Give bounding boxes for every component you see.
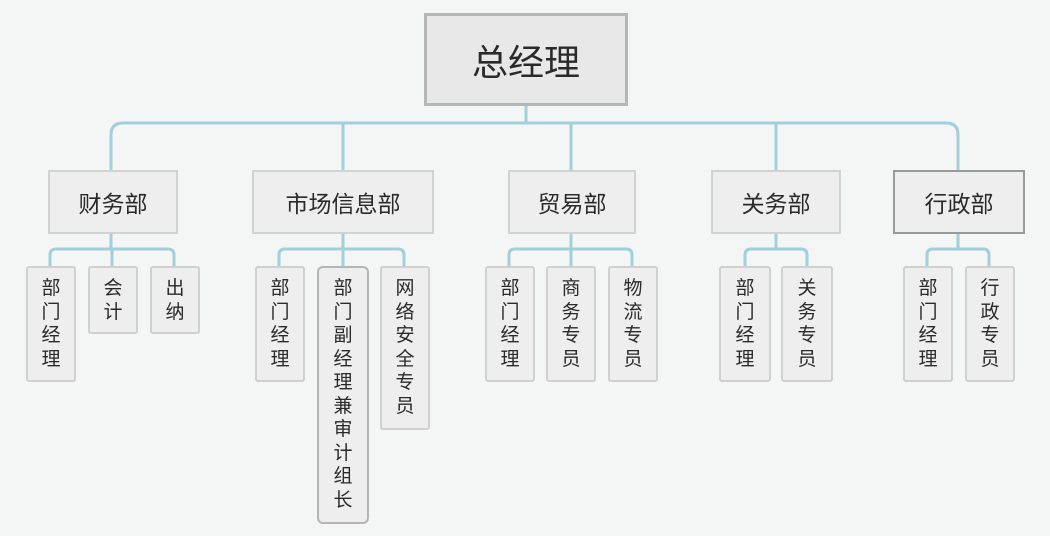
role-admin-manager[interactable]: 部门经理 xyxy=(903,266,953,382)
dept-market-info[interactable]: 市场信息部 xyxy=(252,170,434,234)
role-finance-accountant[interactable]: 会计 xyxy=(88,266,138,334)
role-label-char: 部 xyxy=(918,277,938,299)
role-label-char: 员 xyxy=(623,347,643,370)
role-finance-manager[interactable]: 部门经理 xyxy=(26,266,76,382)
role-label-char: 门 xyxy=(500,300,520,323)
connector-dept-bus xyxy=(109,121,960,172)
role-label-char: 兼 xyxy=(333,394,353,417)
role-label-char: 经 xyxy=(735,324,755,346)
role-market-network-security[interactable]: 网络安全专员 xyxy=(380,266,430,430)
role-label-char: 计 xyxy=(103,300,123,323)
role-label-char: 审 xyxy=(333,418,353,440)
role-label-char: 络 xyxy=(395,300,415,323)
role-trade-business-specialist[interactable]: 商务专员 xyxy=(546,266,596,382)
role-label-char: 行 xyxy=(980,277,1000,299)
role-label-char: 部 xyxy=(500,277,520,299)
role-label-char: 出 xyxy=(165,277,185,299)
connector-role-bus xyxy=(925,247,991,268)
role-label-char: 理 xyxy=(270,347,290,370)
role-label-char: 理 xyxy=(918,347,938,370)
role-label-char: 经 xyxy=(918,324,938,346)
role-label-char: 门 xyxy=(918,300,938,323)
role-label-char: 商 xyxy=(561,277,581,299)
role-label-char: 经 xyxy=(500,324,520,346)
role-trade-manager[interactable]: 部门经理 xyxy=(485,266,535,382)
role-label-char: 部 xyxy=(270,277,290,299)
role-label-char: 门 xyxy=(735,300,755,323)
role-market-deputy-manager-audit-lead[interactable]: 部门副经理兼审计组长 xyxy=(317,266,369,524)
role-label-char: 政 xyxy=(980,300,1000,323)
dept-finance[interactable]: 财务部 xyxy=(48,170,178,234)
role-label-char: 门 xyxy=(41,300,61,323)
dept-customs[interactable]: 关务部 xyxy=(711,170,841,234)
role-label-char: 员 xyxy=(980,347,1000,370)
role-label-char: 经 xyxy=(270,324,290,346)
role-label-char: 长 xyxy=(333,488,353,511)
role-label-char: 网 xyxy=(395,277,415,299)
role-label-char: 安 xyxy=(395,324,415,346)
role-label-char: 理 xyxy=(333,371,353,393)
role-label-char: 部 xyxy=(735,277,755,299)
role-label-char: 经 xyxy=(41,324,61,346)
role-label-char: 理 xyxy=(735,347,755,370)
dept-admin[interactable]: 行政部 xyxy=(893,170,1025,234)
role-label-char: 务 xyxy=(797,300,817,323)
root-node-general-manager[interactable]: 总经理 xyxy=(424,13,628,106)
role-label-char: 部 xyxy=(333,277,353,299)
role-label-char: 理 xyxy=(500,347,520,370)
role-label-char: 流 xyxy=(623,300,643,323)
role-label-char: 关 xyxy=(797,277,817,299)
role-label-char: 纳 xyxy=(165,300,185,323)
role-label-char: 会 xyxy=(103,277,123,299)
role-label-char: 经 xyxy=(333,347,353,370)
role-label-char: 务 xyxy=(561,300,581,323)
role-customs-specialist[interactable]: 关务专员 xyxy=(781,266,833,382)
role-label-char: 员 xyxy=(561,347,581,370)
role-market-manager[interactable]: 部门经理 xyxy=(255,266,305,382)
role-label-char: 专 xyxy=(395,371,415,393)
role-label-char: 门 xyxy=(333,300,353,323)
role-label-char: 全 xyxy=(395,347,415,370)
role-label-char: 员 xyxy=(797,347,817,370)
role-customs-manager[interactable]: 部门经理 xyxy=(719,266,771,382)
role-label-char: 计 xyxy=(333,441,353,464)
role-label-char: 副 xyxy=(333,324,353,346)
role-label-char: 专 xyxy=(561,324,581,346)
role-label-char: 专 xyxy=(623,324,643,346)
role-trade-logistics-specialist[interactable]: 物流专员 xyxy=(608,266,658,382)
role-label-char: 部 xyxy=(41,277,61,299)
role-label-char: 员 xyxy=(395,394,415,417)
role-label-char: 门 xyxy=(270,300,290,323)
role-label-char: 组 xyxy=(333,465,353,487)
role-label-char: 物 xyxy=(623,277,643,299)
role-label-char: 理 xyxy=(41,347,61,370)
role-admin-specialist[interactable]: 行政专员 xyxy=(965,266,1015,382)
dept-trade[interactable]: 贸易部 xyxy=(508,170,636,234)
role-label-char: 专 xyxy=(797,324,817,346)
role-label-char: 专 xyxy=(980,324,1000,346)
role-finance-cashier[interactable]: 出纳 xyxy=(150,266,200,334)
connector-role-bus xyxy=(743,247,809,268)
